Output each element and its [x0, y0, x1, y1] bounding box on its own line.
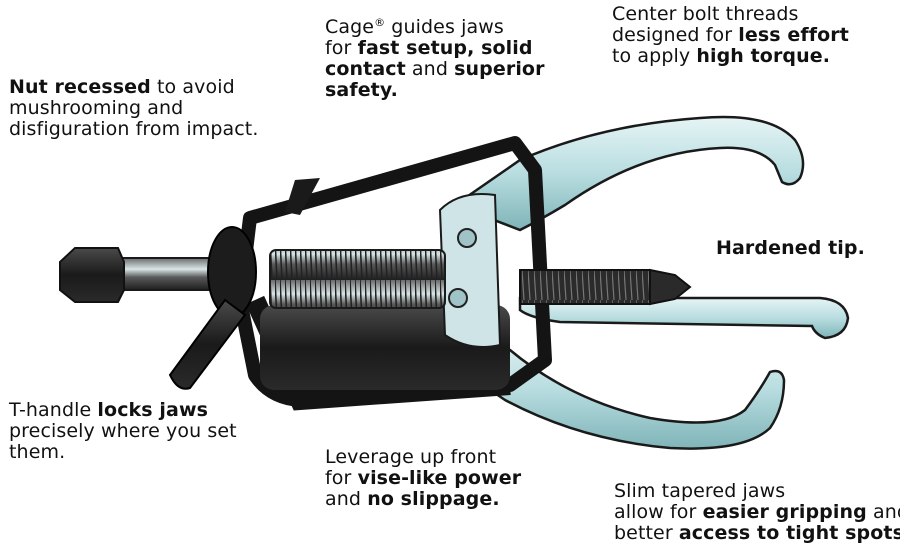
- upper-jaw: [452, 115, 805, 232]
- front-plate: [438, 193, 502, 348]
- t-handle: [168, 298, 247, 390]
- hex-nut: [59, 247, 125, 303]
- callout-cage-guides: Cage® guides jaws for fast setup, solid …: [325, 16, 545, 101]
- callout-hardened-tip: Hardened tip.: [716, 237, 865, 259]
- callout-t-handle: T-handle locks jaws precisely where you …: [9, 399, 237, 463]
- callout-center-bolt: Center bolt threads designed for less ef…: [612, 3, 849, 67]
- callout-slim-jaws: Slim tapered jaws allow for easier gripp…: [614, 480, 900, 544]
- callout-leverage: Leverage up front for vise-like power an…: [325, 446, 522, 510]
- rear-collar: [207, 226, 257, 318]
- callout-nut-recessed: Nut recessed to avoid mushrooming and di…: [9, 76, 259, 140]
- forcing-screw: [519, 268, 692, 306]
- center-bolt-threads: [269, 249, 446, 309]
